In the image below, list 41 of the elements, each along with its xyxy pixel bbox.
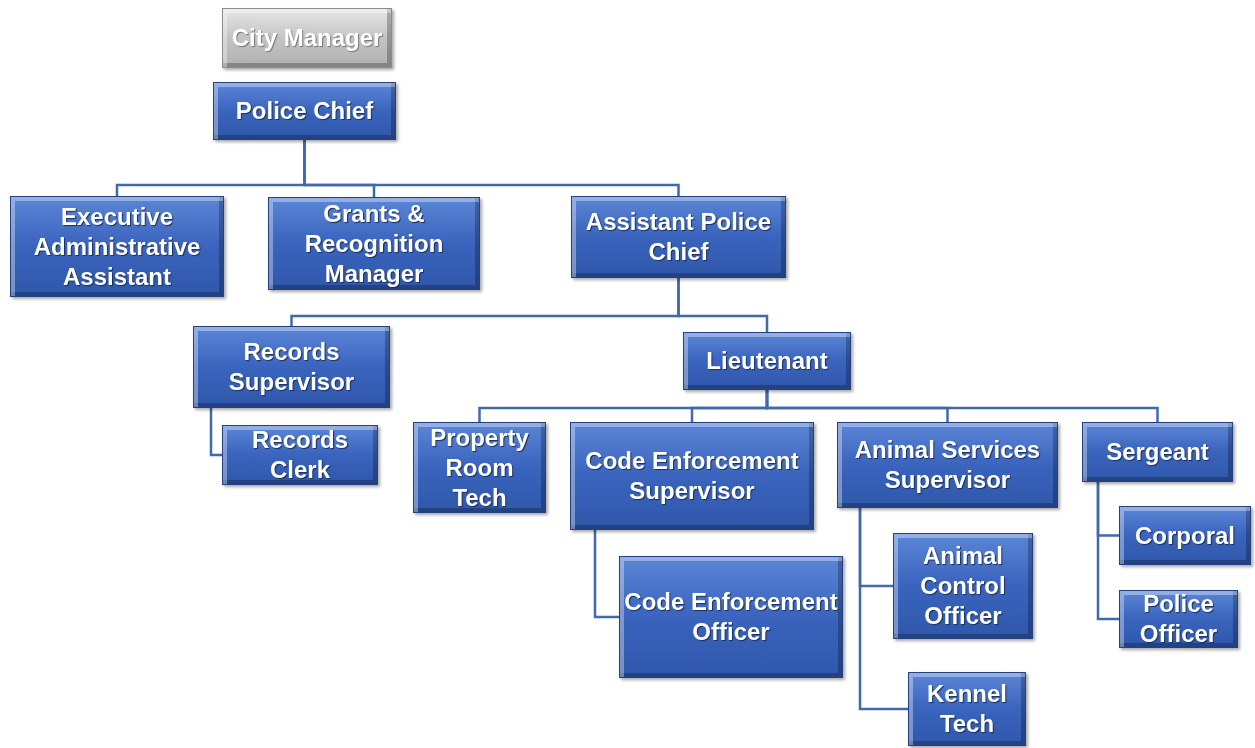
role-title: Executive Administrative Assistant [32, 201, 202, 292]
role-title: Records Clerk [250, 425, 349, 485]
role-title: Assistant Police Chief [584, 207, 773, 267]
role-title: Police Officer [1138, 589, 1219, 649]
role-title: Records Supervisor [227, 337, 356, 397]
role-box [1119, 506, 1251, 565]
connector-line [593, 530, 619, 619]
role-title: Police Chief [234, 96, 375, 126]
role-box [571, 196, 786, 278]
role-title: Corporal [1134, 520, 1236, 551]
role-box [1082, 422, 1233, 482]
role-title: Kennel Tech [926, 679, 1008, 739]
role-box [570, 422, 814, 530]
connector-line [303, 140, 680, 196]
connector-line [1096, 482, 1119, 621]
role-title: Grants & Recognition Manager [303, 198, 445, 289]
role-title: Animal Services Supervisor [853, 435, 1042, 495]
role-box [908, 672, 1026, 746]
role-box [222, 425, 378, 485]
role-box [1119, 590, 1238, 648]
connector-line [858, 508, 908, 711]
role-title: City Manager [230, 23, 384, 53]
role-title: Property Room Tech [429, 422, 530, 513]
role-title: Code Enforcement Officer [623, 587, 839, 647]
connector-line [677, 278, 769, 332]
connector-line [209, 408, 222, 457]
role-box [619, 556, 843, 678]
role-title: Animal Control Officer [919, 541, 1007, 631]
role-box [222, 8, 392, 68]
role-box [213, 82, 396, 140]
role-box [837, 422, 1058, 508]
role-box [413, 422, 546, 513]
connector-line [765, 390, 1159, 422]
role-box [193, 326, 390, 408]
role-box [268, 197, 480, 290]
role-box [683, 332, 851, 390]
role-box [893, 533, 1033, 639]
role-title: Code Enforcement Supervisor [584, 446, 800, 506]
role-title: Sergeant [1105, 437, 1210, 467]
role-box [10, 196, 224, 297]
role-title: Lieutenant [705, 346, 829, 376]
